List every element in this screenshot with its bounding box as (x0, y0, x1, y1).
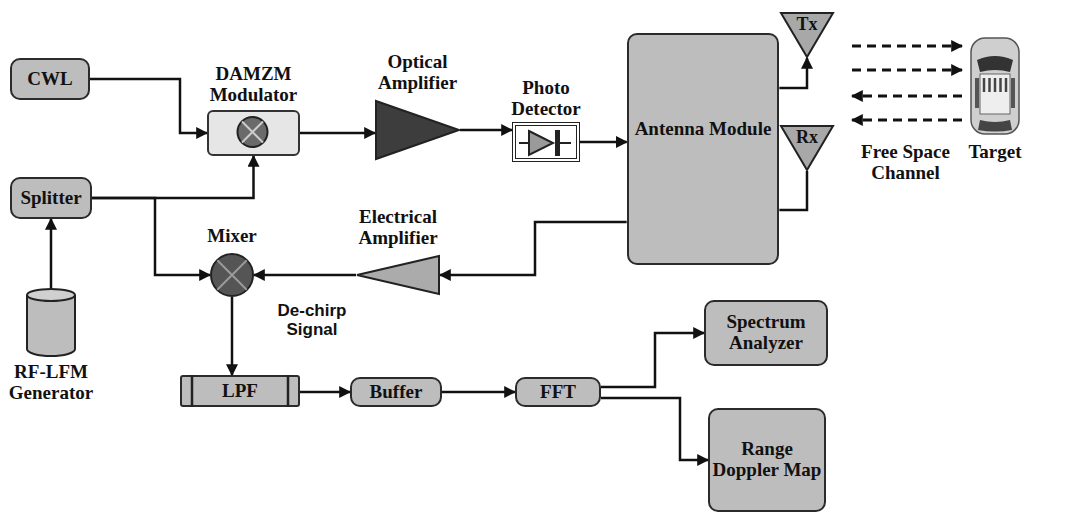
box-label: Rx (796, 128, 818, 148)
target-car-shape (968, 36, 1022, 136)
box-label: FFT (540, 382, 576, 403)
electrical-amplifier-shape (356, 255, 440, 295)
component-label: Photo Detector (496, 78, 596, 120)
box-label: Splitter (20, 188, 81, 209)
photo-detector: Photo Detector (512, 122, 580, 162)
box-label: Buffer (370, 382, 423, 403)
generator-cylinder: RF-LFM Generator (26, 288, 76, 356)
laser-box: CWL (10, 58, 90, 100)
component-label: Electrical Amplifier (343, 207, 453, 249)
signal-connector (254, 274, 356, 277)
target-car: Target (968, 36, 1022, 136)
signal-connector (442, 391, 515, 394)
signal-connector (460, 129, 512, 132)
photo-detector-shape (513, 123, 581, 163)
map-box: Range Doppler Map (708, 408, 826, 512)
signal-connector (580, 141, 627, 144)
dashed-arrow (852, 95, 962, 98)
buffer-box: Buffer (350, 377, 442, 408)
signal-connector (92, 156, 254, 198)
box-label: Antenna Module (635, 119, 772, 140)
box-label: CWL (27, 69, 72, 90)
signal-connector (92, 198, 210, 275)
box-label: Spectrum Analyzer (706, 312, 826, 354)
signal-connector (779, 58, 807, 88)
signal-connector (300, 132, 375, 135)
signal-connector (601, 333, 704, 387)
filter-box: LPF (180, 375, 300, 407)
signal-connector (601, 398, 708, 460)
box-label: Tx (796, 15, 817, 35)
tx-antenna: Tx (780, 12, 834, 58)
signal-connector (50, 219, 53, 288)
modulator-box: DAMZM Modulator (207, 110, 300, 156)
component-label: Target (960, 142, 1030, 163)
modulator-box-shape (206, 109, 299, 155)
electrical-amplifier: Electrical Amplifier (356, 255, 440, 295)
component-label: DAMZM Modulator (189, 64, 319, 106)
generator-cylinder-shape (26, 288, 76, 356)
signal-label: De-chirp Signal (262, 302, 362, 339)
signal-connector (90, 79, 207, 133)
fft-box: FFT (515, 377, 601, 408)
rx-antenna: Rx (780, 125, 834, 171)
component-label: Mixer (192, 226, 272, 247)
component-label: Optical Amplifier (363, 52, 473, 94)
dashed-arrow (852, 45, 962, 48)
mixer-symbol-shape (210, 253, 254, 297)
signal-connector (440, 222, 627, 275)
analyzer-box: Spectrum Analyzer (704, 300, 828, 366)
signal-connector (231, 297, 234, 375)
dashed-arrow (852, 119, 962, 122)
optical-amplifier: Optical Amplifier (375, 100, 460, 160)
box-label: Range Doppler Map (710, 439, 824, 481)
component-label: RF-LFM Generator (0, 362, 111, 404)
optical-amplifier-shape (375, 100, 460, 160)
antenna-module: Antenna Module (627, 33, 780, 265)
dashed-arrow (852, 69, 962, 72)
signal-connector (779, 171, 807, 210)
splitter-box: Splitter (10, 177, 92, 219)
mixer-symbol: Mixer (210, 253, 254, 297)
signal-connector (300, 391, 350, 394)
channel-label: Free Space Channel (843, 142, 968, 184)
box-label: LPF (222, 381, 258, 402)
